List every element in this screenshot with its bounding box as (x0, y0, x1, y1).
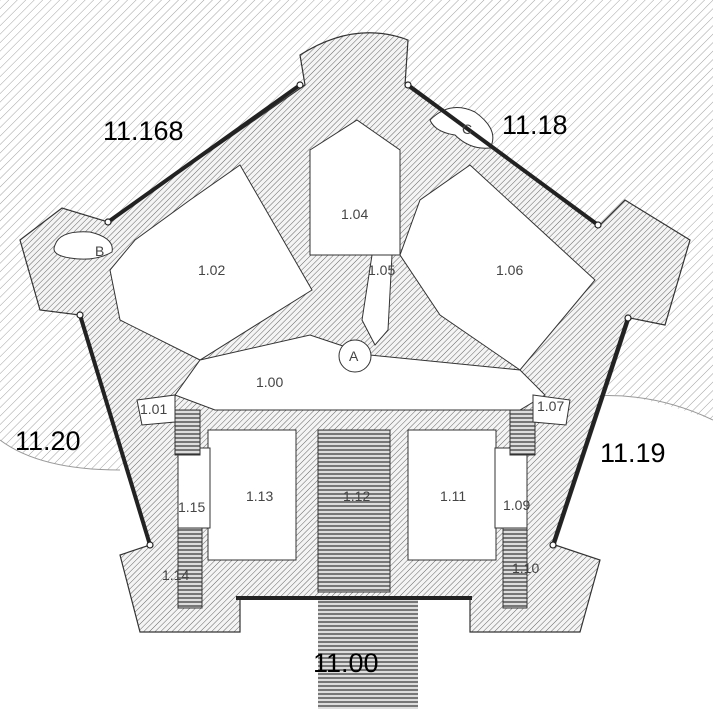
room-label: 1.09 (503, 497, 530, 513)
dimension-lines (78, 83, 630, 600)
room-1-11 (407, 429, 497, 561)
room-label: 1.01 (140, 401, 167, 417)
room-label: 1.10 (512, 560, 539, 576)
marker-a-circle (338, 339, 372, 373)
dimension-top-right: 11.18 (502, 110, 568, 140)
stair-1-01 (174, 409, 201, 456)
room-1-09 (494, 447, 528, 529)
room-label: 1.12 (343, 488, 370, 504)
dimension-top-left: 11.168 (103, 116, 184, 146)
stair-1-07 (509, 409, 536, 456)
room-label: 1.11 (440, 488, 466, 504)
room-1-15 (177, 447, 211, 529)
marker-b: B (95, 243, 104, 259)
ground-boundary (0, 439, 121, 471)
marker-a: A (349, 348, 359, 364)
room-label: 1.07 (537, 398, 564, 414)
room-label: 1.05 (368, 262, 395, 278)
room-label: 1.04 (341, 206, 368, 222)
stair-1-14 (177, 527, 203, 609)
room-label: 1.15 (178, 499, 205, 515)
room-label: 1.00 (256, 374, 283, 390)
marker-c: C (462, 121, 472, 137)
room-1-02 (109, 164, 313, 361)
room-1-12 (317, 429, 391, 593)
dimension-left: 11.20 (15, 426, 81, 456)
corridor-1-05 (361, 254, 393, 346)
room-1-07 (532, 394, 571, 426)
stair-1-10 (502, 527, 528, 609)
marker-b-blob (53, 231, 113, 260)
room-1-00 (174, 334, 546, 411)
room-1-01 (136, 394, 176, 426)
room-label: 1.06 (496, 262, 523, 278)
entrance-path (318, 598, 418, 709)
room-label: 1.02 (198, 262, 225, 278)
room-1-13 (207, 429, 297, 561)
room-1-04 (309, 119, 401, 256)
dimension-right: 11.19 (600, 438, 666, 468)
room-label: 1.14 (162, 567, 189, 583)
dimension-bottom: 11.00 (313, 648, 379, 678)
room-1-06 (399, 164, 596, 371)
room-label: 1.13 (246, 488, 273, 504)
